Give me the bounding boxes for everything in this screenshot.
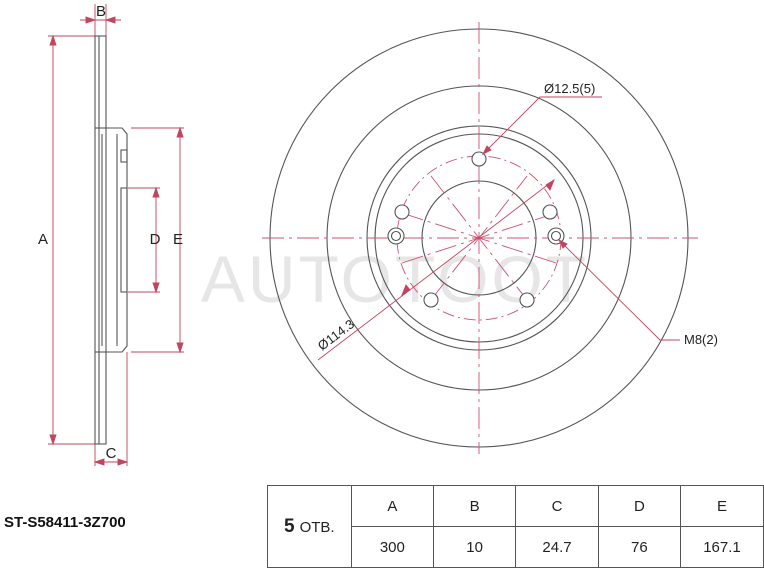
bolt-hole-2 (394, 204, 410, 220)
header-a: A (350, 485, 435, 527)
side-view: A B C D E (38, 3, 184, 466)
thread-label: M8(2) (684, 332, 718, 347)
value-c: 24.7 (515, 526, 599, 568)
bolt-hole-5 (542, 204, 558, 220)
dim-label-c: C (106, 445, 117, 462)
dim-label-d: D (150, 231, 161, 248)
front-view: Ø12.5(5) M8(2) Ø114.3 (262, 22, 718, 454)
value-b: 10 (433, 526, 517, 568)
header-b: B (433, 485, 517, 527)
header-e: E (679, 485, 764, 527)
threaded-hole-right-inner (550, 230, 562, 242)
header-d: D (597, 485, 681, 527)
value-d: 76 (597, 526, 681, 568)
dim-label-e: E (173, 231, 183, 248)
part-number: ST-S58411-3Z700 (4, 514, 126, 531)
dim-label-b: B (96, 3, 106, 20)
threaded-hole-left-inner (390, 230, 402, 242)
bolt-hole-1 (471, 151, 487, 167)
value-e: 167.1 (679, 526, 764, 568)
spec-value-row: 300 10 24.7 76 167.1 (268, 526, 764, 568)
value-a: 300 (350, 526, 435, 568)
holes-unit: ОТВ. (299, 518, 335, 536)
header-c: C (515, 485, 599, 527)
holes-count: 5 (284, 515, 295, 537)
bolt-hole-label: Ø12.5(5) (544, 81, 595, 96)
bolt-hole-3 (423, 292, 439, 308)
bolt-hole-4 (519, 292, 535, 308)
dim-label-a: A (38, 231, 48, 248)
